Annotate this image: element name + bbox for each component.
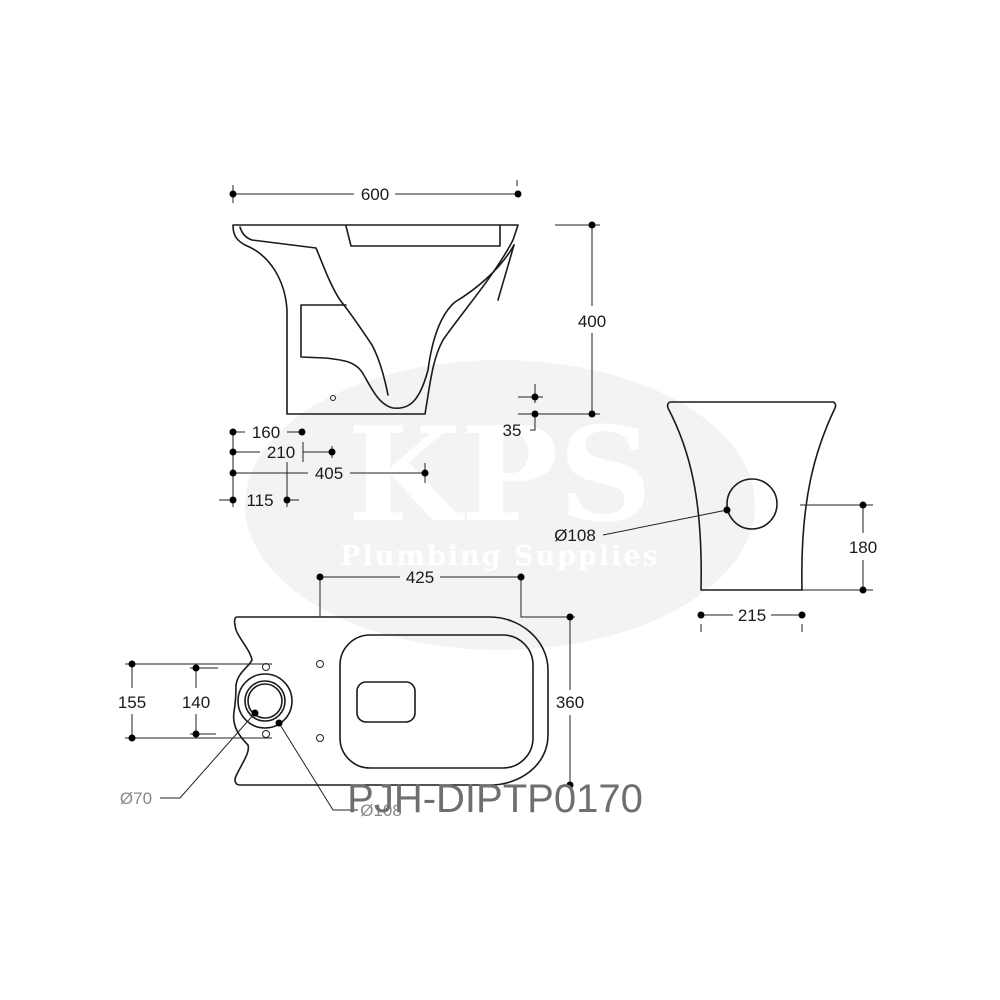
dim-dot bbox=[229, 448, 237, 456]
dim-35-leader bbox=[530, 414, 536, 431]
plan-o108-leader bbox=[278, 722, 358, 811]
dim-dot bbox=[517, 573, 525, 581]
plan-fixing-hole bbox=[262, 730, 270, 738]
side-body-outline bbox=[232, 224, 519, 415]
dim-400-label: 400 bbox=[578, 312, 606, 331]
watermark: KPS Plumbing Supplies bbox=[245, 360, 755, 650]
dim-140-label: 140 bbox=[182, 693, 210, 712]
dim-dot bbox=[859, 586, 867, 594]
dim-dot bbox=[328, 448, 336, 456]
dim-dot bbox=[229, 190, 237, 198]
plan-o70-label: Ø70 bbox=[120, 789, 152, 808]
rear-outlet-circle bbox=[726, 478, 778, 530]
side-rim-back bbox=[497, 244, 515, 301]
plan-view: 425 360 155 140 Ø70 Ø108 bbox=[118, 568, 584, 820]
rear-elevation-view: Ø108 180 215 bbox=[554, 401, 877, 632]
dim-dot bbox=[128, 734, 136, 742]
dim-210-label: 210 bbox=[267, 443, 295, 462]
dim-425-ext-r bbox=[520, 577, 575, 618]
plan-bowl-inner bbox=[356, 681, 416, 723]
dim-180-label: 180 bbox=[849, 538, 877, 557]
rear-o108-leader bbox=[602, 509, 728, 536]
dim-155-label: 155 bbox=[118, 693, 146, 712]
dim-35-label: 35 bbox=[503, 421, 522, 440]
plan-bowl-outline bbox=[339, 634, 534, 769]
plan-outlet-inner bbox=[247, 683, 283, 719]
plan-o108-label: Ø108 bbox=[360, 801, 402, 820]
dim-dot bbox=[251, 709, 259, 717]
dim-dot bbox=[588, 410, 596, 418]
dim-360-label: 360 bbox=[556, 693, 584, 712]
dim-dot bbox=[723, 506, 731, 514]
dim-425-label: 425 bbox=[406, 568, 434, 587]
plan-outlet-mid bbox=[244, 680, 286, 722]
product-code: PJH-DIPTP0170 bbox=[347, 777, 643, 821]
dim-dot bbox=[229, 469, 237, 477]
watermark-logo: KPS bbox=[348, 398, 653, 551]
dim-dot bbox=[531, 410, 539, 418]
plan-body-outline bbox=[232, 616, 549, 786]
plan-fixing-hole bbox=[262, 663, 270, 671]
plan-fixing-hole bbox=[316, 734, 324, 742]
dim-dot bbox=[298, 428, 306, 436]
dim-dot bbox=[128, 660, 136, 668]
dim-160-label: 160 bbox=[252, 423, 280, 442]
side-rim bbox=[345, 225, 501, 247]
dim-dot bbox=[566, 613, 574, 621]
dim-dot bbox=[192, 664, 200, 672]
dim-dot bbox=[859, 501, 867, 509]
dim-dot bbox=[697, 611, 705, 619]
dim-dot bbox=[229, 428, 237, 436]
dim-dot bbox=[798, 611, 806, 619]
side-bowl-front bbox=[300, 244, 515, 409]
dim-dot bbox=[588, 221, 596, 229]
dim-dot bbox=[421, 469, 429, 477]
dim-600-label: 600 bbox=[361, 185, 389, 204]
side-bowl-contour bbox=[239, 226, 389, 396]
rear-o108-label: Ø108 bbox=[554, 526, 596, 545]
dim-dot bbox=[229, 496, 237, 504]
dim-dot bbox=[316, 573, 324, 581]
dim-dot bbox=[566, 781, 574, 789]
dim-dot bbox=[531, 393, 539, 401]
dim-dot bbox=[275, 719, 283, 727]
side-fixing-hole bbox=[330, 395, 336, 401]
dim-dot bbox=[192, 730, 200, 738]
plan-o70-leader bbox=[160, 712, 256, 799]
watermark-subtitle: Plumbing Supplies bbox=[340, 541, 660, 572]
dim-215-label: 215 bbox=[738, 606, 766, 625]
plan-outlet-outer bbox=[237, 673, 293, 729]
dim-dot bbox=[283, 496, 291, 504]
dim-115-label: 115 bbox=[246, 491, 273, 510]
dim-dot bbox=[514, 190, 522, 198]
side-elevation-view: 600 400 35 160 210 405 bbox=[219, 180, 606, 510]
plan-fixing-hole bbox=[316, 660, 324, 668]
dim-405-label: 405 bbox=[315, 464, 343, 483]
